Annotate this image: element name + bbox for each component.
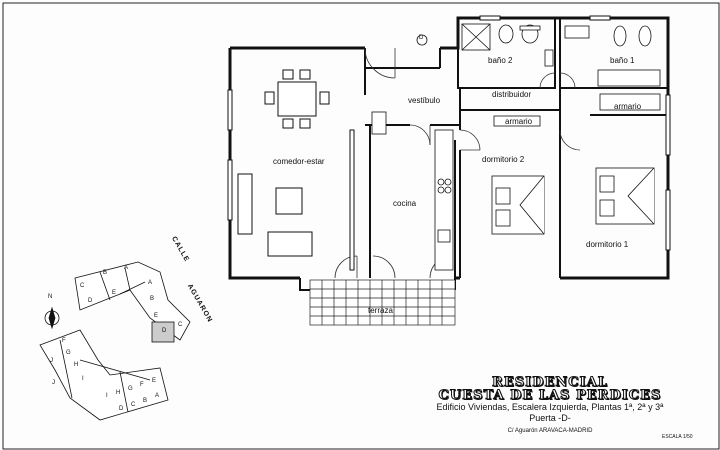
room-label-cocina: cocina <box>393 199 417 208</box>
block-letter: C <box>178 322 183 328</box>
terrace-tiles <box>309 279 456 326</box>
site-plan <box>39 261 191 421</box>
entrance-marker-circle <box>416 34 428 46</box>
block-letter: D <box>119 406 124 412</box>
block-letter: B <box>150 296 155 302</box>
block-letter: D <box>162 328 167 334</box>
block-letter: G <box>128 386 133 392</box>
bath-fixtures <box>461 23 661 127</box>
block-letter: E <box>154 313 159 319</box>
scale-label: ESCALA 1/50 <box>662 434 693 440</box>
compass-north-label: N <box>48 294 53 300</box>
room-label-bano2: baño 2 <box>488 56 513 65</box>
block-letter: A <box>124 265 129 271</box>
block-letter: E <box>112 290 117 296</box>
block-letter: F <box>140 382 144 388</box>
block-letter: B <box>103 270 108 276</box>
room-label-vestibulo: vestíbulo <box>408 96 441 105</box>
block-letter: A <box>148 280 153 286</box>
block-letter: I <box>82 376 84 382</box>
room-label-armario-2: armario <box>505 117 533 126</box>
block-letter: G <box>66 350 71 356</box>
room-label-bano1: baño 1 <box>610 56 635 65</box>
title-cuesta: CUESTA DE LAS PERDICES <box>438 388 662 403</box>
block-letter: A <box>155 393 160 399</box>
windows <box>227 15 671 251</box>
kitchen-counter <box>371 111 454 271</box>
block-letter: C <box>131 402 136 408</box>
title-edificio: Edificio Viviendas, Escalera Izquierda, … <box>436 402 664 412</box>
block-letter: J <box>50 358 53 364</box>
title-puerta: Puerta -D- <box>529 413 571 423</box>
room-label-distribuidor: distribuidor <box>492 90 532 99</box>
block-letter: F <box>62 338 66 344</box>
title-block: RESIDENCIAL CUESTA DE LAS PERDICES Edifi… <box>400 375 700 435</box>
block-letter: I <box>106 393 108 399</box>
title-address: C/ Aguarón ARAVACA-MADRID <box>507 428 593 434</box>
block-letter: C <box>80 283 85 289</box>
room-label-comedor-estar: comedor-estar <box>273 157 325 166</box>
dining-furniture <box>237 69 355 271</box>
room-label-dormitorio1: dormitorio 1 <box>586 240 629 249</box>
room-label-armario-1: armario <box>614 102 642 111</box>
block-letter: B <box>143 398 148 404</box>
title-residencial: RESIDENCIAL <box>492 375 608 390</box>
room-label-terraza: terraza <box>368 306 393 315</box>
block-letter: H <box>116 390 121 396</box>
block-letter: E <box>152 378 157 384</box>
block-letter: J <box>52 380 55 386</box>
room-label-dormitorio2: dormitorio 2 <box>482 155 525 164</box>
entrance-marker-label: D <box>419 35 424 41</box>
block-letter: D <box>88 298 93 304</box>
block-letter: H <box>74 362 79 368</box>
beds <box>491 167 655 235</box>
